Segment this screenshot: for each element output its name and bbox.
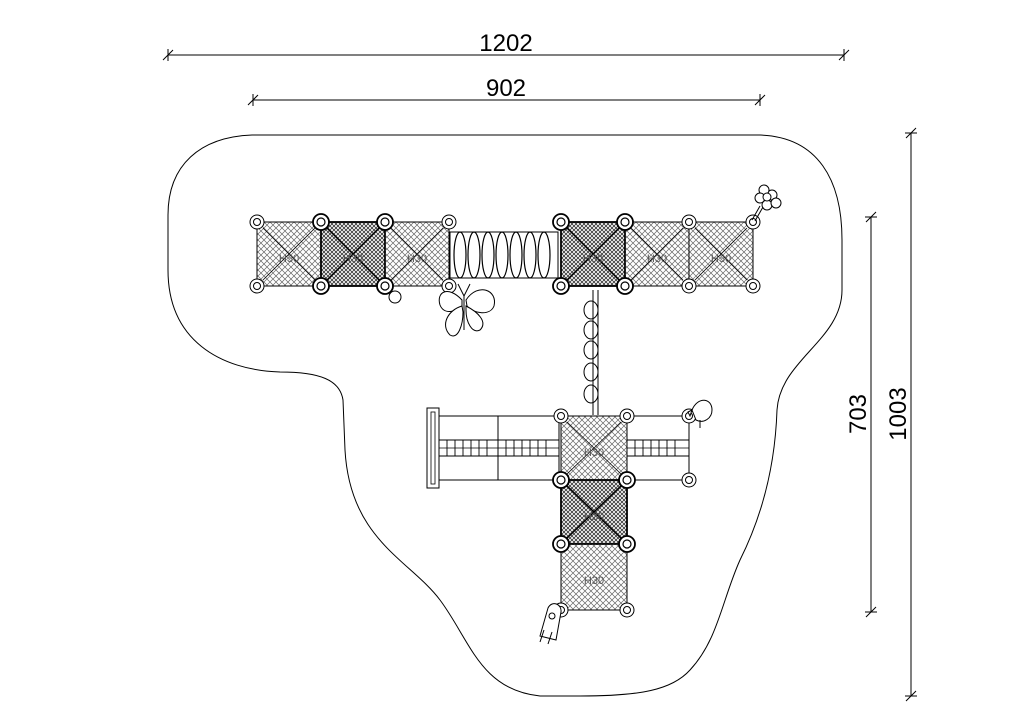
dim-label-top-outer: 1202	[479, 30, 532, 57]
dim-label-right-inner: 703	[845, 394, 872, 434]
net-bridge	[426, 407, 690, 489]
bird-icon	[687, 399, 713, 428]
platform-9-label: H30	[584, 575, 604, 587]
platform-6-label: H30	[711, 253, 731, 265]
dim-label-top-inner: 902	[486, 75, 526, 102]
vertical-connector	[583, 290, 599, 415]
platform-4-label: H30	[583, 253, 603, 265]
platform-row-top: H30 H30 H30 H30	[249, 213, 761, 304]
platform-2-label: H30	[343, 253, 363, 265]
rocket-icon	[539, 603, 562, 645]
safety-zone-outline	[167, 134, 843, 697]
dimension-right-inner: 703	[845, 211, 877, 618]
platform-column: H30 H30 H30	[552, 408, 697, 618]
dim-label-right-outer: 1003	[885, 387, 912, 440]
tunnel-bridge	[449, 231, 559, 279]
butterfly-icon	[438, 283, 495, 337]
flower-icon	[751, 184, 782, 222]
platform-1-label: H30	[279, 253, 299, 265]
platform-3-label: H30	[407, 253, 427, 265]
dimension-top-outer: 1202	[162, 30, 850, 61]
dimension-top-inner: 902	[247, 75, 766, 106]
platform-7-label: H30	[584, 447, 604, 459]
dimension-right-outer: 1003	[885, 127, 917, 702]
platform-8-label: H30	[584, 511, 604, 523]
platform-5-label: H30	[647, 253, 667, 265]
platform-9	[560, 543, 628, 611]
